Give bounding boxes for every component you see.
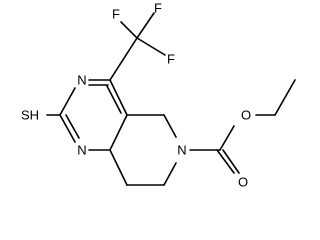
atom-o-carbonyl: O (238, 175, 248, 190)
bond-carbonyl-o-double-b (222, 149, 240, 174)
atom-sh: SH (21, 108, 39, 123)
bond-cf3-f3 (136, 37, 166, 56)
bond-c4a-c4 (109, 79, 128, 116)
atom-o-ester: O (241, 108, 251, 123)
atom-n6: N (177, 143, 186, 158)
bond-carbonyl-o-ester (219, 125, 235, 151)
bond-c8-c8a (109, 149, 128, 186)
bond-n3-c2 (59, 87, 76, 116)
bond-c8a-c4a (109, 114, 128, 151)
atom-f2: F (154, 1, 162, 16)
atom-n3: N (77, 73, 86, 88)
atom-n1: N (77, 143, 86, 158)
bond-cf3-f2 (136, 12, 155, 39)
bond-ch2-ch3 (274, 79, 296, 116)
atom-f1: F (112, 7, 120, 22)
bond-carbonyl-o-double-a (216, 149, 235, 174)
bond-c2-n1-double (65, 114, 80, 139)
bond-cf3-f1 (120, 21, 138, 39)
bond-c4a-c4-double (106, 85, 122, 114)
atom-f3: F (167, 52, 175, 67)
molecule-diagram: F F F N N SH N O O (21, 1, 296, 190)
structure-canvas: F F F N N SH N O O (21, 1, 296, 190)
bond-c4-cf3 (109, 37, 138, 81)
bond-c2-n1 (59, 114, 76, 143)
bond-n6-c7 (163, 162, 177, 186)
bond-c5-n6 (163, 114, 177, 138)
